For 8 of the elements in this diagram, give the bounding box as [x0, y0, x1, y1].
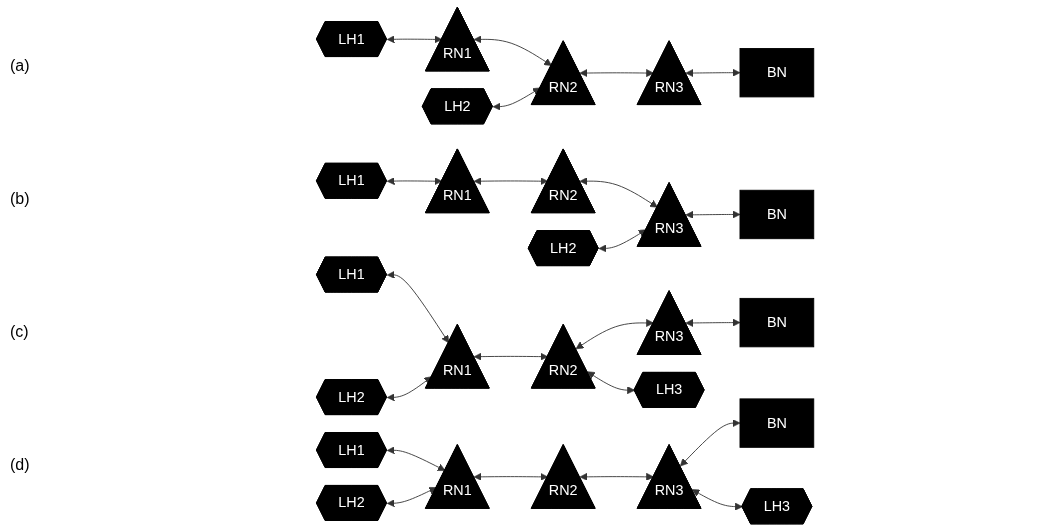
panel-label: (b): [10, 190, 31, 209]
panel-label: (a): [10, 57, 31, 76]
panel-label: (d): [10, 455, 31, 474]
node-box: BN: [739, 189, 815, 240]
panel-label: (c): [10, 322, 30, 341]
node-box: BN: [739, 297, 815, 348]
node-box: BN: [739, 48, 815, 98]
node-box: BN: [739, 398, 815, 448]
